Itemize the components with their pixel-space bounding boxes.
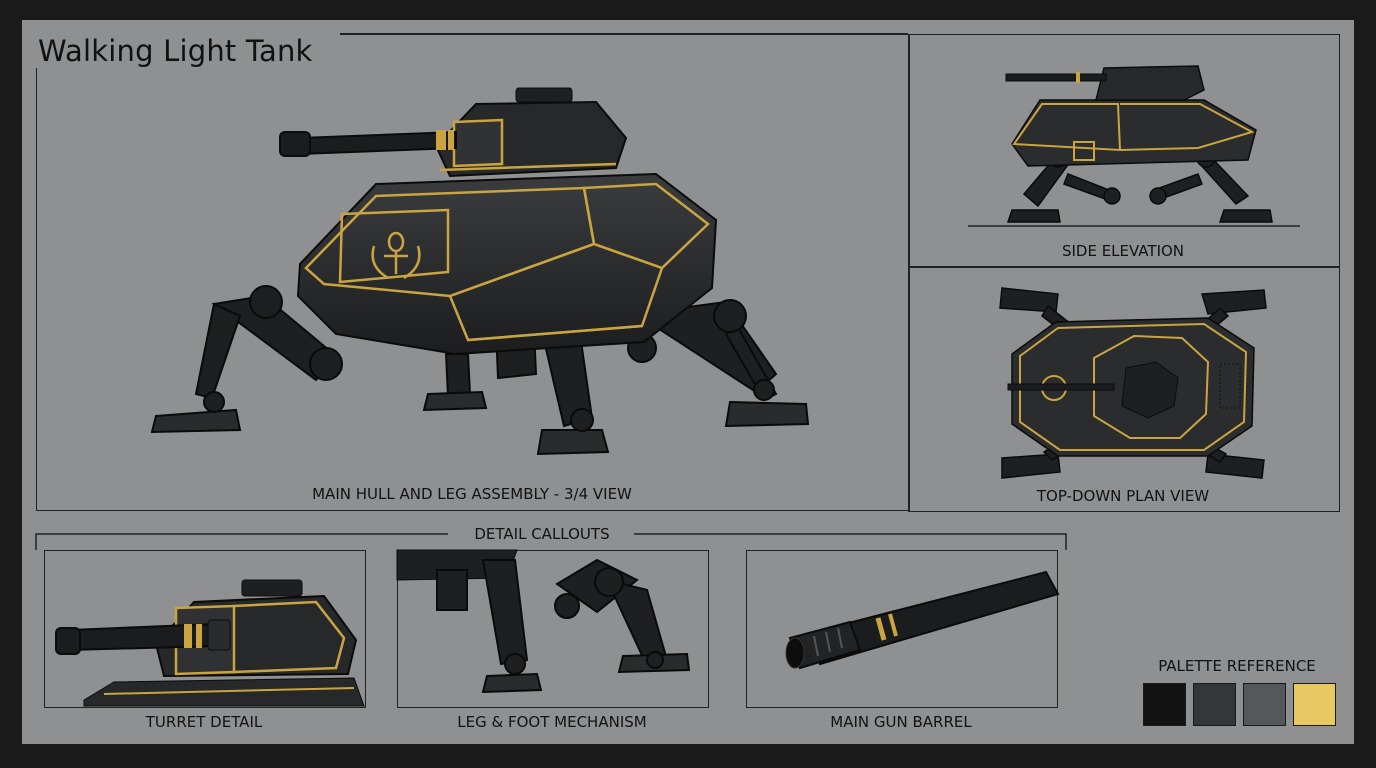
- turret-detail-illustration: [55, 579, 365, 707]
- ankh-emblem: [371, 231, 421, 280]
- turret-detail-frame: [44, 550, 366, 708]
- side-view-caption: SIDE ELEVATION: [1061, 242, 1185, 260]
- concept-sheet: Walking Light Tank: [22, 20, 1354, 744]
- barrel-detail-frame: [746, 550, 1058, 708]
- side-view-illustration: [968, 65, 1300, 227]
- leg-detail-illustration: [396, 549, 691, 694]
- palette-swatch: [1193, 683, 1236, 726]
- main-view-illustration: [150, 87, 810, 456]
- page-title: Walking Light Tank: [36, 34, 317, 68]
- palette-swatch: [1293, 683, 1336, 726]
- top-view-caption: TOP-DOWN PLAN VIEW: [1036, 487, 1210, 505]
- callouts-bracket: [35, 533, 1067, 550]
- barrel-detail-illustration: [785, 570, 1060, 670]
- leg-detail-frame: [397, 550, 709, 708]
- side-view-frame: [908, 34, 1340, 268]
- palette-swatch: [1243, 683, 1286, 726]
- top-view-illustration: [999, 287, 1267, 479]
- callouts-header: DETAIL CALLOUTS: [474, 525, 610, 543]
- main-view-frame: [36, 34, 910, 511]
- palette-swatch: [1143, 683, 1186, 726]
- palette-label: PALETTE REFERENCE: [1158, 657, 1316, 675]
- main-view-caption: MAIN HULL AND LEG ASSEMBLY - 3/4 VIEW: [312, 485, 632, 503]
- top-view-frame: [908, 266, 1340, 512]
- turret-detail-caption: TURRET DETAIL: [145, 713, 263, 731]
- barrel-detail-caption: MAIN GUN BARREL: [830, 713, 972, 731]
- leg-detail-caption: LEG & FOOT MECHANISM: [457, 713, 647, 731]
